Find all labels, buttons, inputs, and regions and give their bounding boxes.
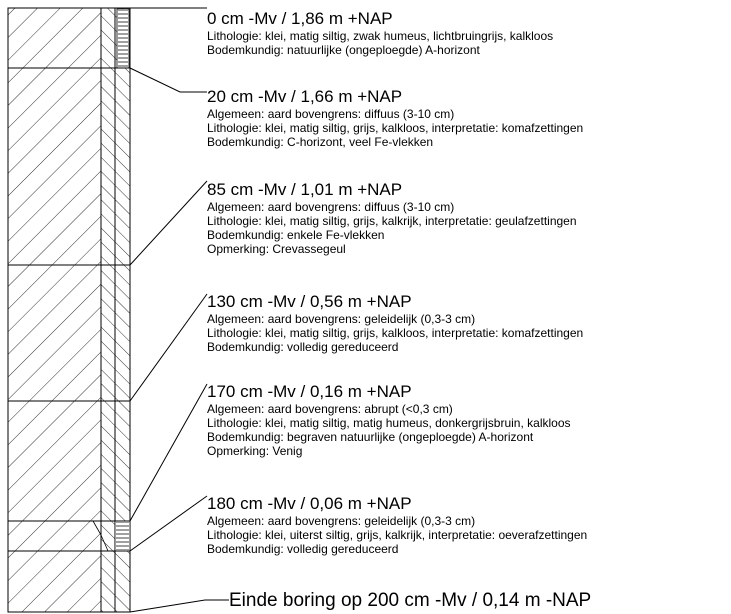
humic-marker-buried-fill [116,522,129,550]
layer-description-line: Lithologie: klei, matig siltig, grijs, k… [207,121,584,135]
layer-depth-heading: 170 cm -Mv / 0,16 m +NAP [207,382,412,401]
layer-description-line: Opmerking: Venig [207,444,303,458]
end-of-boring-label: Einde boring op 200 cm -Mv / 0,14 m -NAP [229,590,592,611]
layer-description-line: Bodemkundig: volledig gereduceerd [207,542,399,556]
diagonal-mark-170b [100,534,109,552]
leader-130cm [129,293,208,402]
layer-description-line: Lithologie: klei, matig siltig, grijs, k… [207,214,577,228]
diagonal-mark-170 [92,520,102,536]
layer-description-line: Lithologie: klei, uiterst siltig, grijs,… [207,528,588,542]
layer-description-line: Opmerking: Crevassegeul [207,242,346,256]
layer-description-line: Algemeen: aard bovengrens: geleidelijk (… [207,514,476,528]
layer-description-line: Bodemkundig: volledig gereduceerd [207,340,399,354]
layer-description-line: Bodemkundig: natuurlijke (ongeploegde) A… [207,43,480,57]
leader-170cm [129,383,208,522]
layer-depth-heading: 130 cm -Mv / 0,56 m +NAP [207,292,412,311]
layer-description-line: Lithologie: klei, matig siltig, zwak hum… [207,29,554,43]
layer-description-line: Algemeen: aard bovengrens: diffuus (3-10… [207,107,455,121]
layer-description-line: Bodemkundig: enkele Fe-vlekken [207,228,385,242]
leader-end [129,599,229,613]
layer-depth-heading: 85 cm -Mv / 1,01 m +NAP [207,180,403,199]
humic-marker-top-fill [118,10,128,67]
layer-description-line: Algemeen: aard bovengrens: diffuus (3-10… [207,200,455,214]
admixture-column [114,7,131,613]
layer-description-line: Algemeen: aard bovengrens: abrupt (<0,3 … [207,402,453,416]
layer-description-line: Lithologie: klei, matig siltig, matig hu… [207,416,571,430]
lithology-column [7,7,102,613]
layer-description-line: Lithologie: klei, matig siltig, grijs, k… [207,326,584,340]
layer-description-line: Bodemkundig: C-horizont, veel Fe-vlekken [207,135,434,149]
leader-180cm [129,495,208,552]
layer-depth-heading: 180 cm -Mv / 0,06 m +NAP [207,494,412,513]
leader-20cm [129,67,207,93]
layer-depth-heading: 20 cm -Mv / 1,66 m +NAP [207,87,403,106]
layer-description-line: Algemeen: aard bovengrens: geleidelijk (… [207,312,476,326]
layer-depth-heading: 0 cm -Mv / 1,86 m +NAP [207,9,393,28]
leader-85cm [129,180,208,266]
layer-description-line: Bodemkundig: begraven natuurlijke (ongep… [207,430,534,444]
